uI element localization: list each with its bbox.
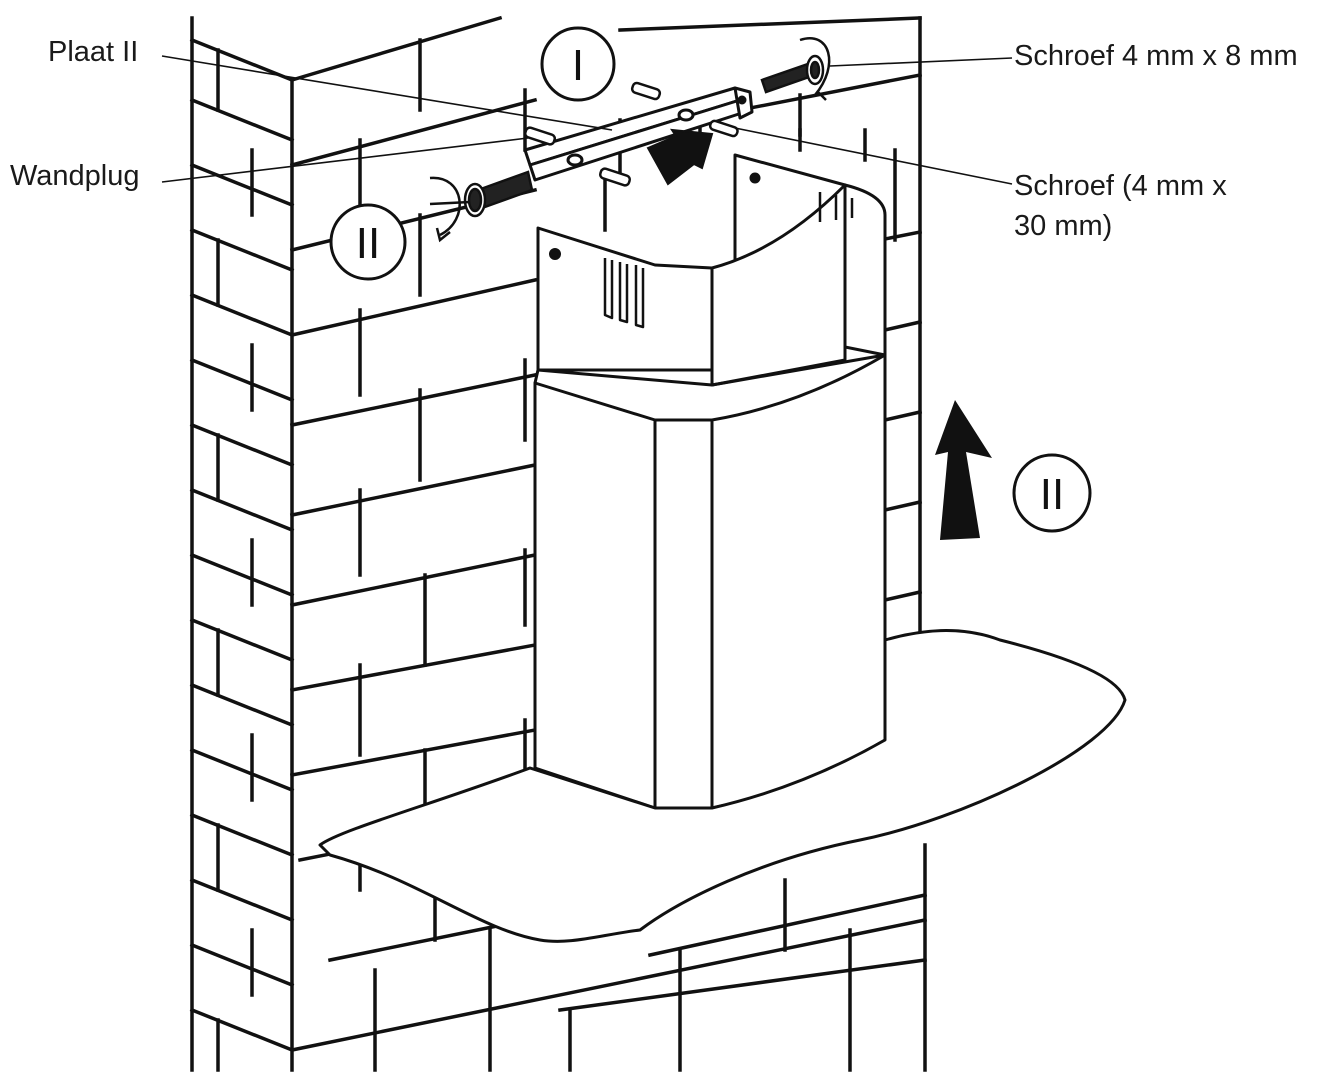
step-marker-two: II xyxy=(329,203,407,281)
svg-text:II: II xyxy=(1040,470,1064,519)
wall-plug-right xyxy=(708,119,739,138)
wall-plug-label: Wandplug xyxy=(10,160,140,192)
rotate-icon xyxy=(429,176,461,243)
wall-plug-leader xyxy=(161,137,529,183)
wall-plug-top xyxy=(630,81,662,101)
screw-small-icon xyxy=(760,37,831,101)
screw-small-leader xyxy=(829,57,1013,67)
callout-lines xyxy=(161,55,1013,185)
mounting-plate xyxy=(523,86,754,182)
chimney-lower xyxy=(533,353,887,810)
vent-slots xyxy=(603,192,854,329)
step-marker-one: I xyxy=(540,26,616,102)
screw-long-icon xyxy=(429,170,534,218)
svg-text:II: II xyxy=(356,219,380,268)
screw-small-label: Schroef 4 mm x 8 mm xyxy=(1014,40,1298,72)
chimney-upper xyxy=(536,153,887,387)
glass-hood xyxy=(318,629,1127,943)
wall-plug-mid xyxy=(598,167,632,187)
wall-plug-left xyxy=(523,126,557,146)
step-marker-two-lift: II xyxy=(1012,453,1092,533)
wall-plugs xyxy=(523,81,739,187)
plate-label: Plaat II xyxy=(48,36,139,68)
arrow-up-icon xyxy=(935,400,992,540)
svg-text:I: I xyxy=(572,41,584,90)
left-face-courses xyxy=(189,37,295,1072)
screw-long-label-line2: 30 mm) xyxy=(1014,210,1113,242)
plate-leader xyxy=(161,55,613,131)
arrow-up-right-icon xyxy=(646,128,714,186)
screw-long-leader xyxy=(734,127,1013,185)
screw-long-label-line1: Schroef (4 mm x xyxy=(1014,170,1227,202)
